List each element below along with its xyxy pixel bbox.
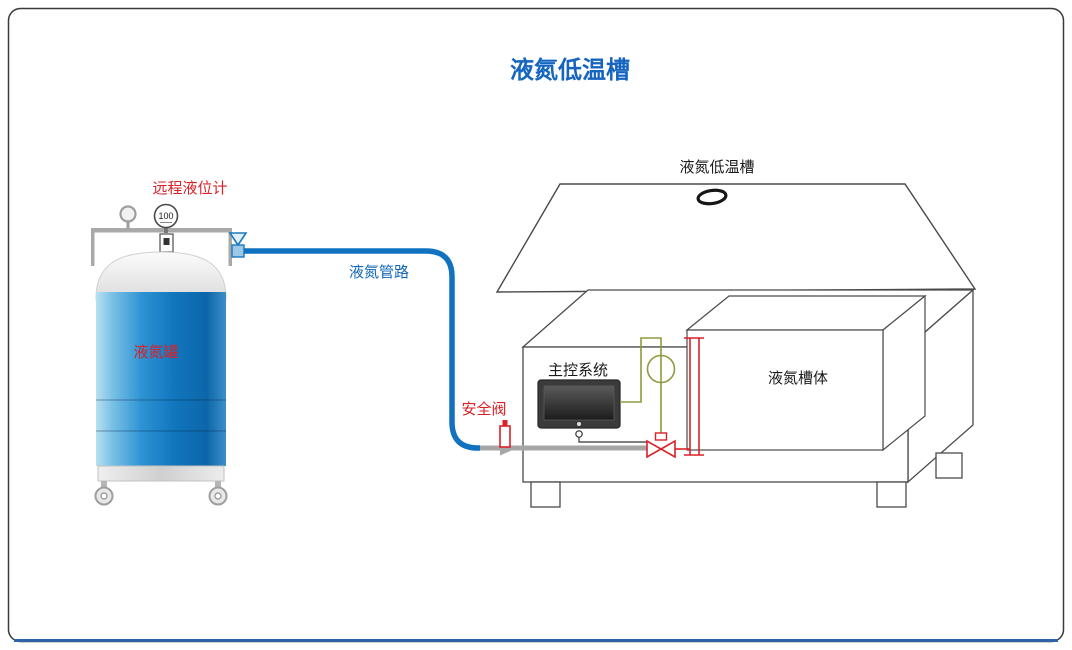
safety-valve-label: 安全阀 — [461, 400, 506, 418]
wheel-icon — [214, 492, 222, 500]
fill-valve-assembly — [646, 337, 704, 459]
ln2-tank-label: 液氮罐 — [133, 344, 178, 361]
page-title: 液氮低温槽 — [510, 56, 630, 84]
gauge-stem — [164, 226, 168, 233]
panel-button-icon — [577, 422, 581, 426]
ln2-pipeline — [244, 248, 481, 451]
cryobath-leg — [876, 481, 907, 508]
control-panel-assembly — [537, 379, 649, 443]
wheel-post — [101, 481, 107, 491]
neck-fitting — [163, 238, 170, 245]
wheel-icon — [100, 492, 108, 500]
cryobath-label: 液氮低温槽 — [679, 159, 754, 176]
wheel-post — [215, 481, 221, 491]
sensor-wire — [620, 337, 662, 403]
cryobath-assembly — [495, 183, 977, 508]
control-valve-icon — [646, 439, 663, 459]
tank-frame — [228, 228, 232, 266]
tank-frame — [91, 228, 95, 266]
safety-valve-assembly — [499, 420, 511, 448]
cryobath-leg — [530, 481, 561, 508]
safety-valve-icon — [499, 425, 511, 448]
remote-level-gauge-label: 远程液位计 — [152, 180, 227, 197]
level-gauge-icon — [153, 203, 179, 229]
lid-handle-icon — [696, 188, 728, 206]
cryobath-leg — [935, 452, 963, 479]
valve-stem — [126, 219, 130, 229]
ln2-tank-assembly: 100 — [91, 203, 248, 506]
control-panel-screen — [543, 385, 615, 421]
flowmeter-assembly — [620, 337, 676, 434]
tank-dome — [95, 251, 227, 301]
pipeline-label: 液氮管路 — [349, 264, 409, 281]
tank-body — [96, 292, 226, 466]
valve-actuator-icon — [654, 432, 668, 441]
tank-body-label: 液氮槽体 — [768, 370, 828, 387]
panel-connector-icon — [575, 430, 583, 438]
cryobath-lid — [495, 183, 977, 293]
outlet-block — [231, 244, 245, 258]
inner-tank-front — [686, 329, 884, 451]
outlet-valve-icon — [228, 232, 248, 247]
valve-handle-icon — [119, 205, 137, 223]
level-gauge-value: 100 — [158, 211, 173, 221]
tank-frame — [91, 228, 232, 233]
safety-valve-icon — [502, 420, 508, 426]
control-wire — [578, 437, 649, 443]
tank-base — [97, 465, 225, 482]
control-system-label: 主控系统 — [548, 362, 608, 379]
